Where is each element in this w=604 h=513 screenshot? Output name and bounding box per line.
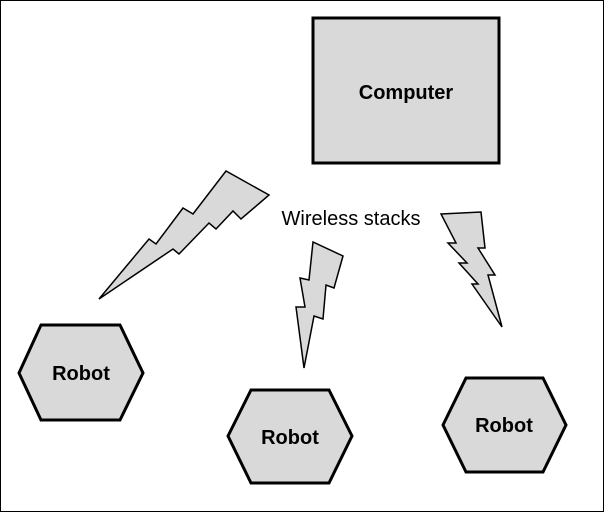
robot-node-left: Robot (17, 323, 145, 422)
computer-box (311, 16, 501, 165)
wireless-stacks-label: Wireless stacks (282, 208, 421, 230)
robot-node-right: Robot (441, 376, 568, 474)
robot-hexagon-middle (226, 388, 354, 485)
lightning-bolt-right-icon (439, 211, 503, 328)
robot-label-middle: Robot (261, 427, 319, 449)
lightning-bolt-middle-icon (295, 240, 344, 369)
robot-label-right: Robot (475, 415, 533, 437)
lightning-bolt-left-icon (98, 170, 271, 300)
robot-label-left: Robot (52, 363, 110, 385)
computer-label: Computer (359, 82, 454, 104)
computer-node: Computer (311, 16, 501, 165)
robot-hexagon-left (17, 323, 145, 422)
robot-node-middle: Robot (226, 388, 354, 485)
robot-hexagon-right (441, 376, 568, 474)
